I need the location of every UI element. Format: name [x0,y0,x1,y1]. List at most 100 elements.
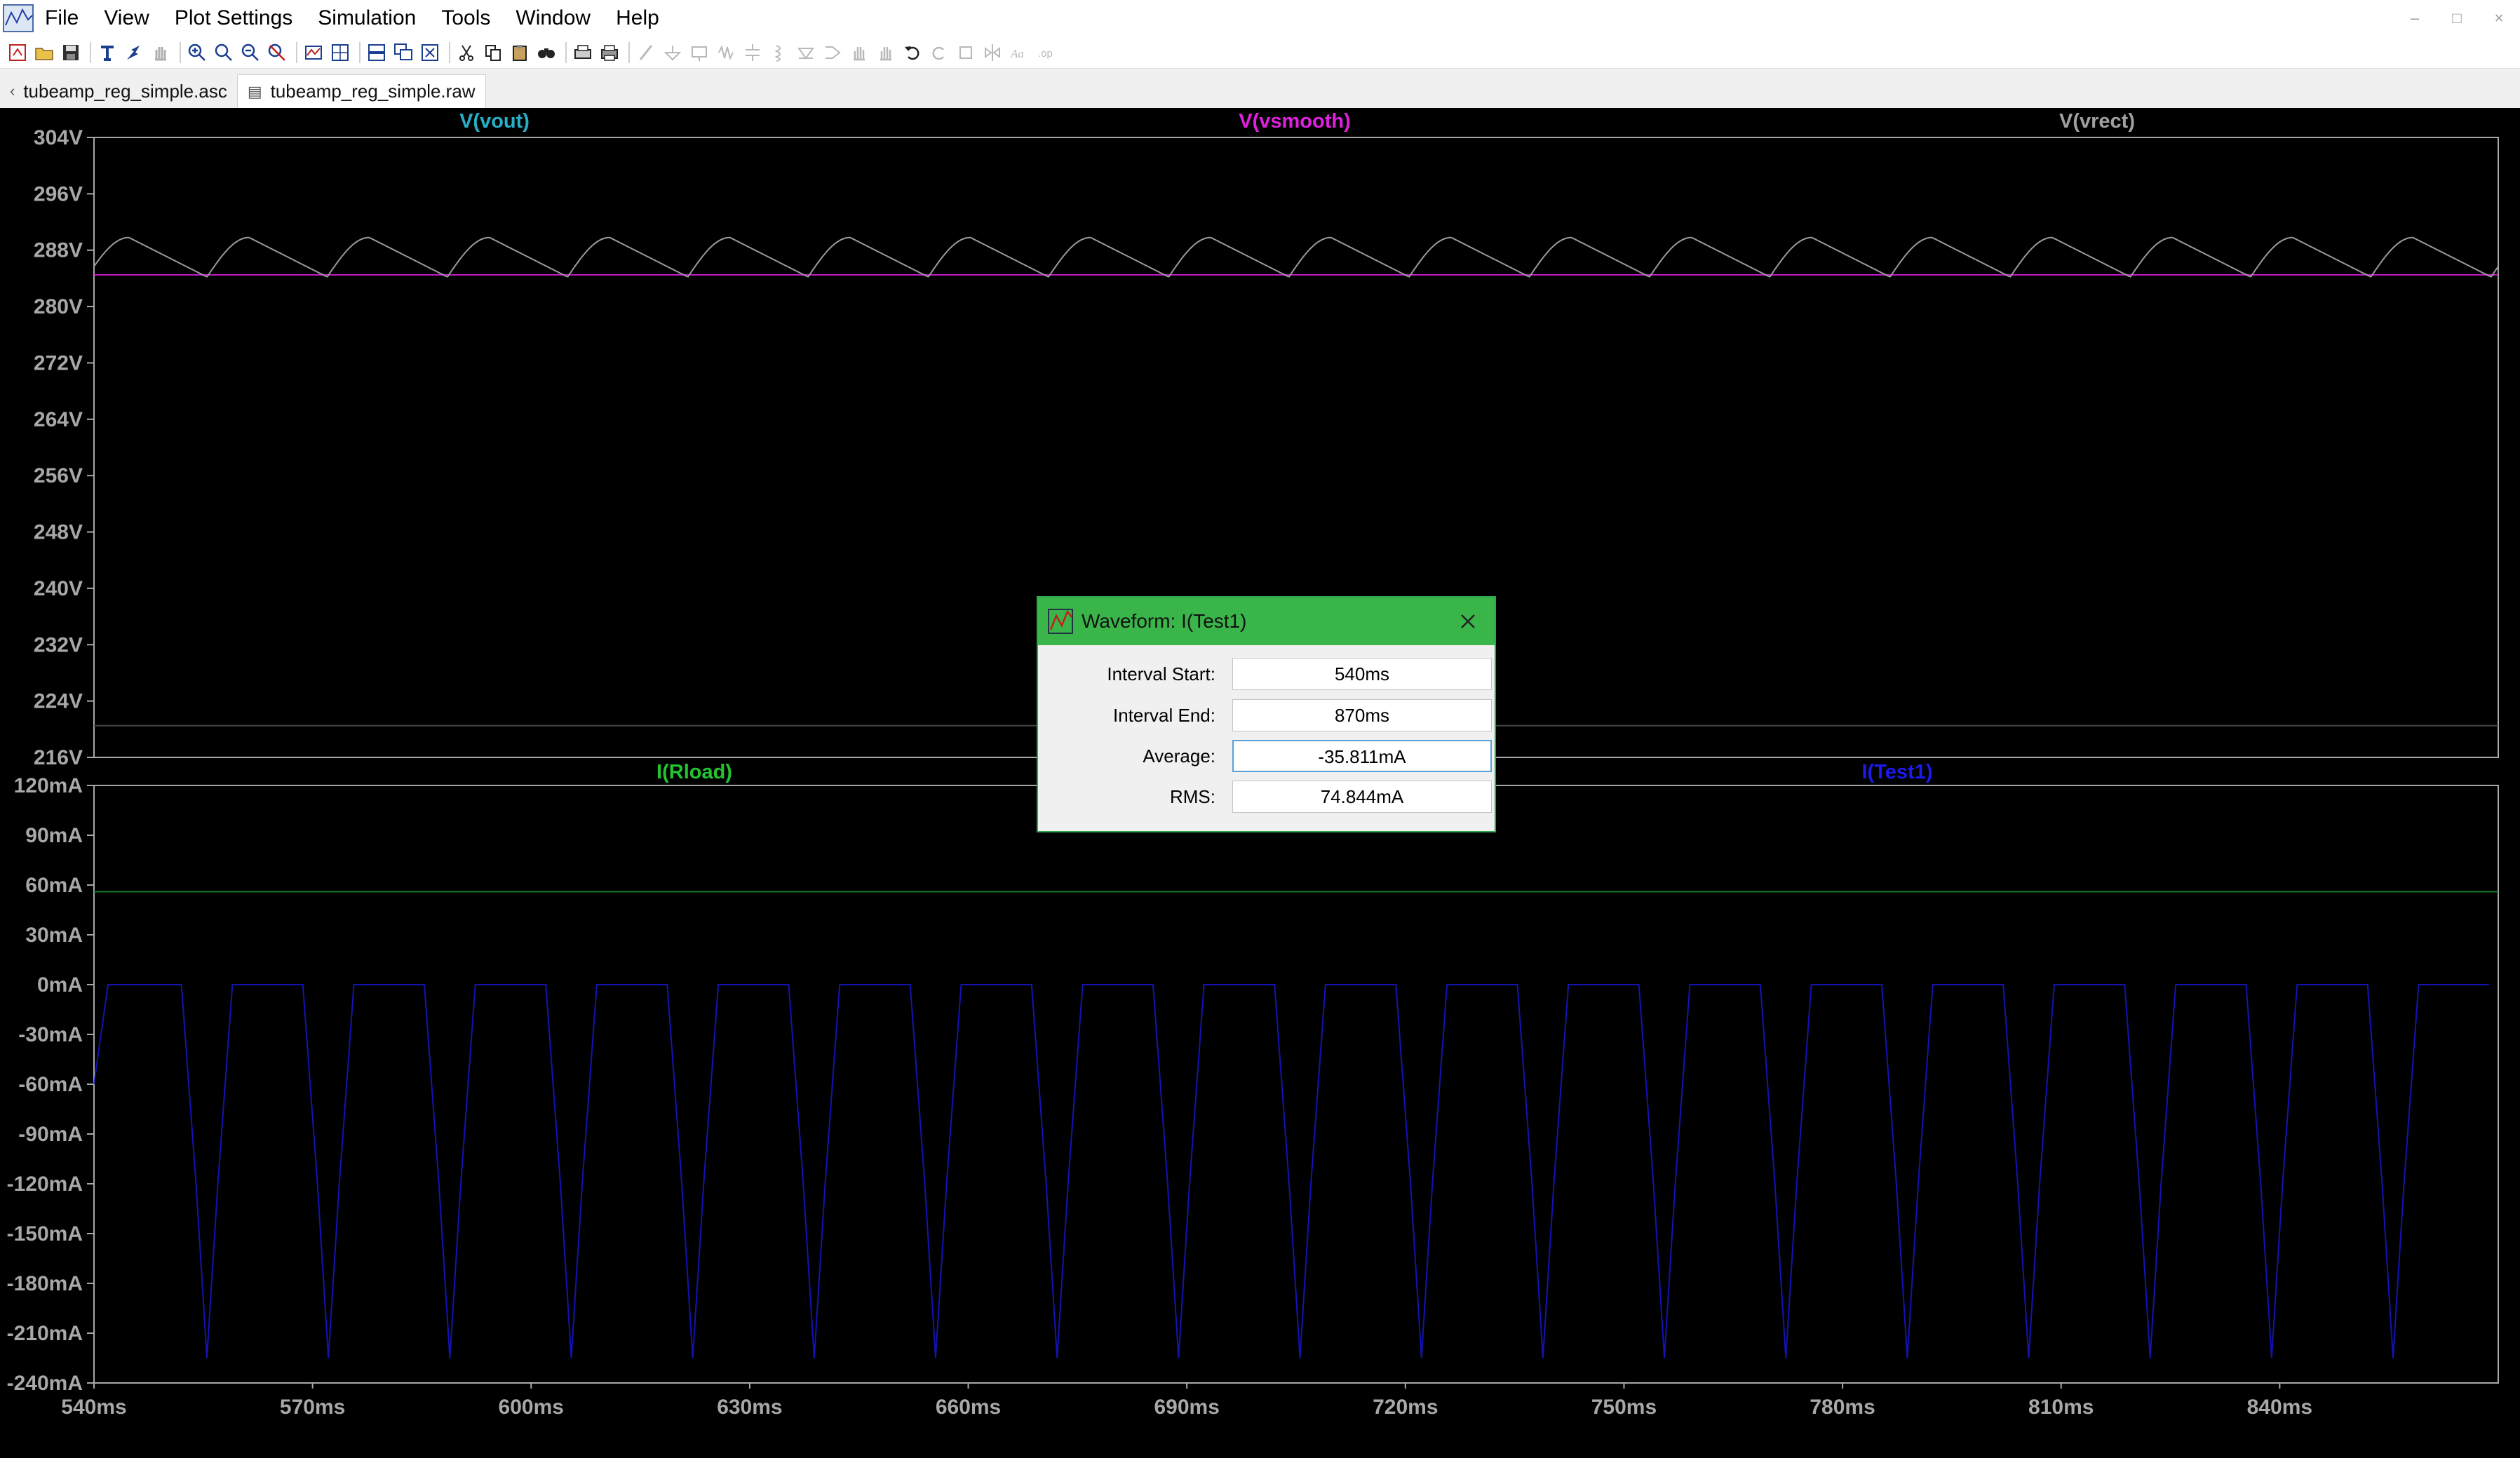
menu-file[interactable]: File [45,6,79,29]
average-field[interactable]: -35.811mA [1232,740,1492,772]
redo-icon[interactable] [927,41,950,64]
toolbar: Aa .op [0,36,2520,69]
open-icon[interactable] [32,41,55,64]
halt-hand-icon[interactable] [149,41,172,64]
y-tick-label: 224V [34,690,83,713]
y-tick-label: 60mA [25,874,83,897]
tab-label: tubeamp_reg_simple.raw [270,81,476,102]
save-icon[interactable] [59,41,82,64]
restore-icon[interactable]: □ [2452,9,2462,27]
rms-row: RMS: 74.844mA [1038,779,1497,814]
tab-waveform[interactable]: ▤ tubeamp_reg_simple.raw [236,74,486,108]
y-tick-label: 0mA [37,973,83,997]
x-tick-label: 600ms [499,1396,564,1419]
y-tick-label: 288V [34,239,83,262]
x-tick-label: 630ms [717,1396,782,1419]
y-tick-label: -60mA [18,1073,83,1096]
tile-horizontal-icon[interactable] [365,41,388,64]
new-schematic-icon[interactable] [6,41,29,64]
zoom-area-icon[interactable] [212,41,235,64]
interval-start-field[interactable]: 540ms [1232,658,1492,690]
trace-label-vout[interactable]: V(vout) [459,110,530,133]
y-tick-label: -90mA [18,1123,83,1146]
zoom-in-icon[interactable] [185,41,208,64]
y-tick-label: 90mA [25,824,83,847]
move-hand-icon[interactable] [847,41,870,64]
paste-icon[interactable] [508,41,531,64]
diode-icon[interactable] [794,41,817,64]
zoom-cancel-icon[interactable] [265,41,288,64]
print-setup-icon[interactable] [571,41,594,64]
svg-text:Aa: Aa [1010,47,1024,60]
close-all-icon[interactable] [418,41,441,64]
capacitor-icon[interactable] [741,41,764,64]
wire-icon[interactable] [634,41,657,64]
y-tick-label: 240V [34,577,83,600]
x-tick-label: 660ms [936,1396,1001,1419]
y-tick-label: -210mA [7,1322,83,1345]
spice-directive-icon[interactable]: .op [1034,41,1057,64]
y-tick-label: 272V [34,351,83,374]
menu-tools[interactable]: Tools [441,6,491,29]
trace-label-vrect[interactable]: V(vrect) [2059,110,2135,133]
resistor-icon[interactable] [714,41,737,64]
dialog-title-bar[interactable]: Waveform: I(Test1) [1038,598,1495,645]
undo-icon[interactable] [901,41,924,64]
grid-icon[interactable] [328,41,351,64]
waveform-plot[interactable]: V(vout) V(vsmooth) V(vrect) I(Rload) I(T… [0,108,2520,1452]
label-net-icon[interactable] [687,41,710,64]
print-icon[interactable] [598,41,621,64]
component-icon[interactable] [821,41,844,64]
average-row: Average: -35.811mA [1038,738,1497,774]
y-tick-label: 232V [34,633,83,656]
find-icon[interactable] [534,41,558,64]
trace-label-iload[interactable]: I(Rload) [656,761,732,783]
menu-plot-settings[interactable]: Plot Settings [174,6,293,29]
average-label: Average: [1143,745,1215,767]
menu-window[interactable]: Window [516,6,591,29]
copy-icon[interactable] [481,41,504,64]
menu-simulation[interactable]: Simulation [318,6,417,29]
y-tick-label: 248V [34,521,83,544]
waveform-dialog-icon [1046,607,1074,635]
x-tick-label: 720ms [1373,1396,1438,1419]
y-tick-label: -30mA [18,1023,83,1046]
zoom-out-icon[interactable] [238,41,262,64]
close-icon[interactable] [1454,607,1482,635]
y-tick-label: -180mA [7,1272,83,1295]
menu-help[interactable]: Help [616,6,659,29]
menu-bar: File View Plot Settings Simulation Tools… [0,0,2520,37]
status-bar [0,1452,2520,1458]
minimize-icon[interactable]: – [2410,9,2420,27]
menu-view[interactable]: View [104,6,149,29]
rms-field[interactable]: 74.844mA [1232,781,1492,813]
run-icon[interactable] [122,41,145,64]
mirror-icon[interactable] [981,41,1004,64]
cascade-icon[interactable] [391,41,415,64]
y-tick-label: 264V [34,408,83,431]
interval-start-label: Interval Start: [1107,663,1215,684]
rotate-icon[interactable] [954,41,977,64]
ground-icon[interactable] [661,41,684,64]
y-tick-label: 280V [34,295,83,318]
trace-itest[interactable] [93,984,2489,1358]
schematic-icon: ‹ [10,82,15,100]
trace-vsmooth[interactable] [93,236,2499,278]
trace-label-itest[interactable]: I(Test1) [1862,761,1933,783]
inductor-icon[interactable] [767,41,790,64]
x-tick-label: 750ms [1591,1396,1657,1419]
svg-text:.op: .op [1038,48,1053,60]
ltspice-app-icon[interactable] [3,4,34,32]
drag-hand-icon[interactable] [874,41,897,64]
x-tick-label: 840ms [2247,1396,2312,1419]
trace-label-vsmooth[interactable]: V(vsmooth) [1239,110,1351,133]
control-panel-icon[interactable] [95,41,119,64]
text-icon[interactable]: Aa [1007,41,1030,64]
tab-schematic[interactable]: ‹ tubeamp_reg_simple.asc [0,74,237,108]
x-tick-label: 780ms [1810,1396,1875,1419]
close-window-icon[interactable]: × [2494,9,2504,27]
autorange-icon[interactable] [302,41,325,64]
interval-end-field[interactable]: 870ms [1232,699,1492,731]
rms-label: RMS: [1170,786,1215,807]
cut-icon[interactable] [454,41,478,64]
